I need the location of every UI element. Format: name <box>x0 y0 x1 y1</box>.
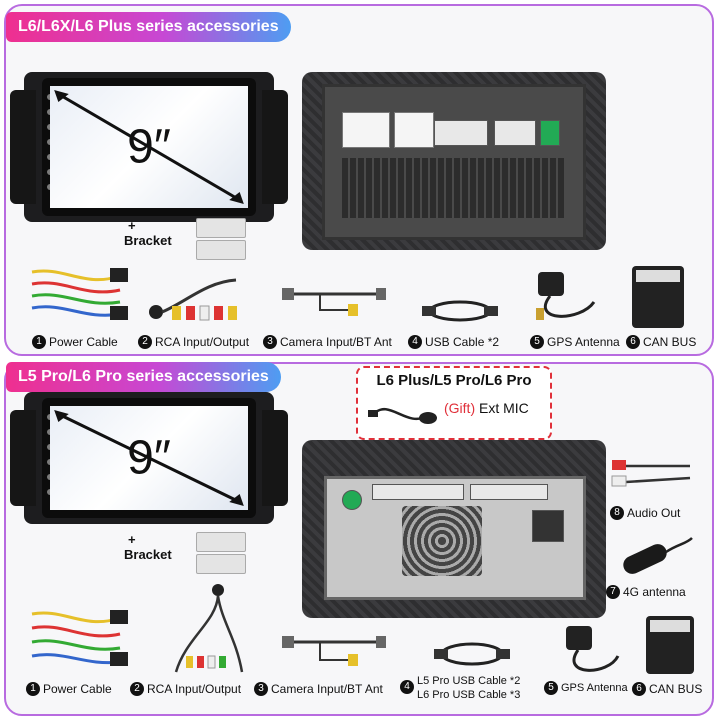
section-title-l6: L6/L6X/L6 Plus series accessories <box>6 12 291 42</box>
bracket-part <box>196 554 246 574</box>
gps-antenna-image <box>566 626 620 672</box>
aux-connector <box>494 120 536 146</box>
head-unit-back <box>302 440 606 618</box>
rca-cable-image <box>174 584 244 673</box>
4g-antenna-image <box>623 537 693 574</box>
gift-models: L6 Plus/L5 Pro/L6 Pro <box>376 372 532 389</box>
port-connector <box>342 490 362 510</box>
bracket-label: + Bracket <box>124 532 172 562</box>
gift-ext-mic-box: L6 Plus/L5 Pro/L6 Pro (Gift) Ext MIC <box>356 366 552 440</box>
audio-out-cable-image <box>611 460 691 487</box>
gift-item: (Gift) Ext MIC <box>444 400 529 416</box>
mic-icon <box>368 407 437 424</box>
side-connector <box>532 510 564 542</box>
diagonal-arrow-icon <box>54 90 244 204</box>
bracket-part <box>196 532 246 552</box>
port-connector <box>540 120 560 146</box>
spec-sticker <box>342 112 390 148</box>
camera-cable-image <box>282 636 386 666</box>
bracket-part <box>196 240 246 260</box>
spec-sticker <box>394 112 434 148</box>
section-title-pro: L5 Pro/L6 Pro series accessories <box>6 362 281 392</box>
main-connector <box>372 484 464 500</box>
aux-connector <box>470 484 548 500</box>
bracket-part <box>196 218 246 238</box>
bracket-label: + Bracket <box>124 218 172 248</box>
power-cable-image <box>31 610 128 666</box>
main-connector <box>434 120 488 146</box>
canbus-module-image <box>632 266 684 328</box>
head-unit-screen: 9″ <box>10 72 288 222</box>
camera-cable-image <box>282 288 386 316</box>
usb-cable-image <box>434 642 510 666</box>
head-unit-back <box>302 72 606 250</box>
screen-size-label: 9″ <box>127 120 171 174</box>
head-unit-screen: 9″ <box>10 392 288 524</box>
diagonal-arrow-icon <box>54 410 244 506</box>
usb-cable-image <box>422 300 498 322</box>
fan-vent <box>402 506 482 576</box>
screen-size-label: 9″ <box>127 431 171 485</box>
power-cable-image <box>31 268 128 320</box>
canbus-module-image <box>646 616 694 674</box>
rca-cable-image <box>149 278 237 321</box>
vent <box>342 158 566 218</box>
gps-antenna-image <box>536 272 596 320</box>
